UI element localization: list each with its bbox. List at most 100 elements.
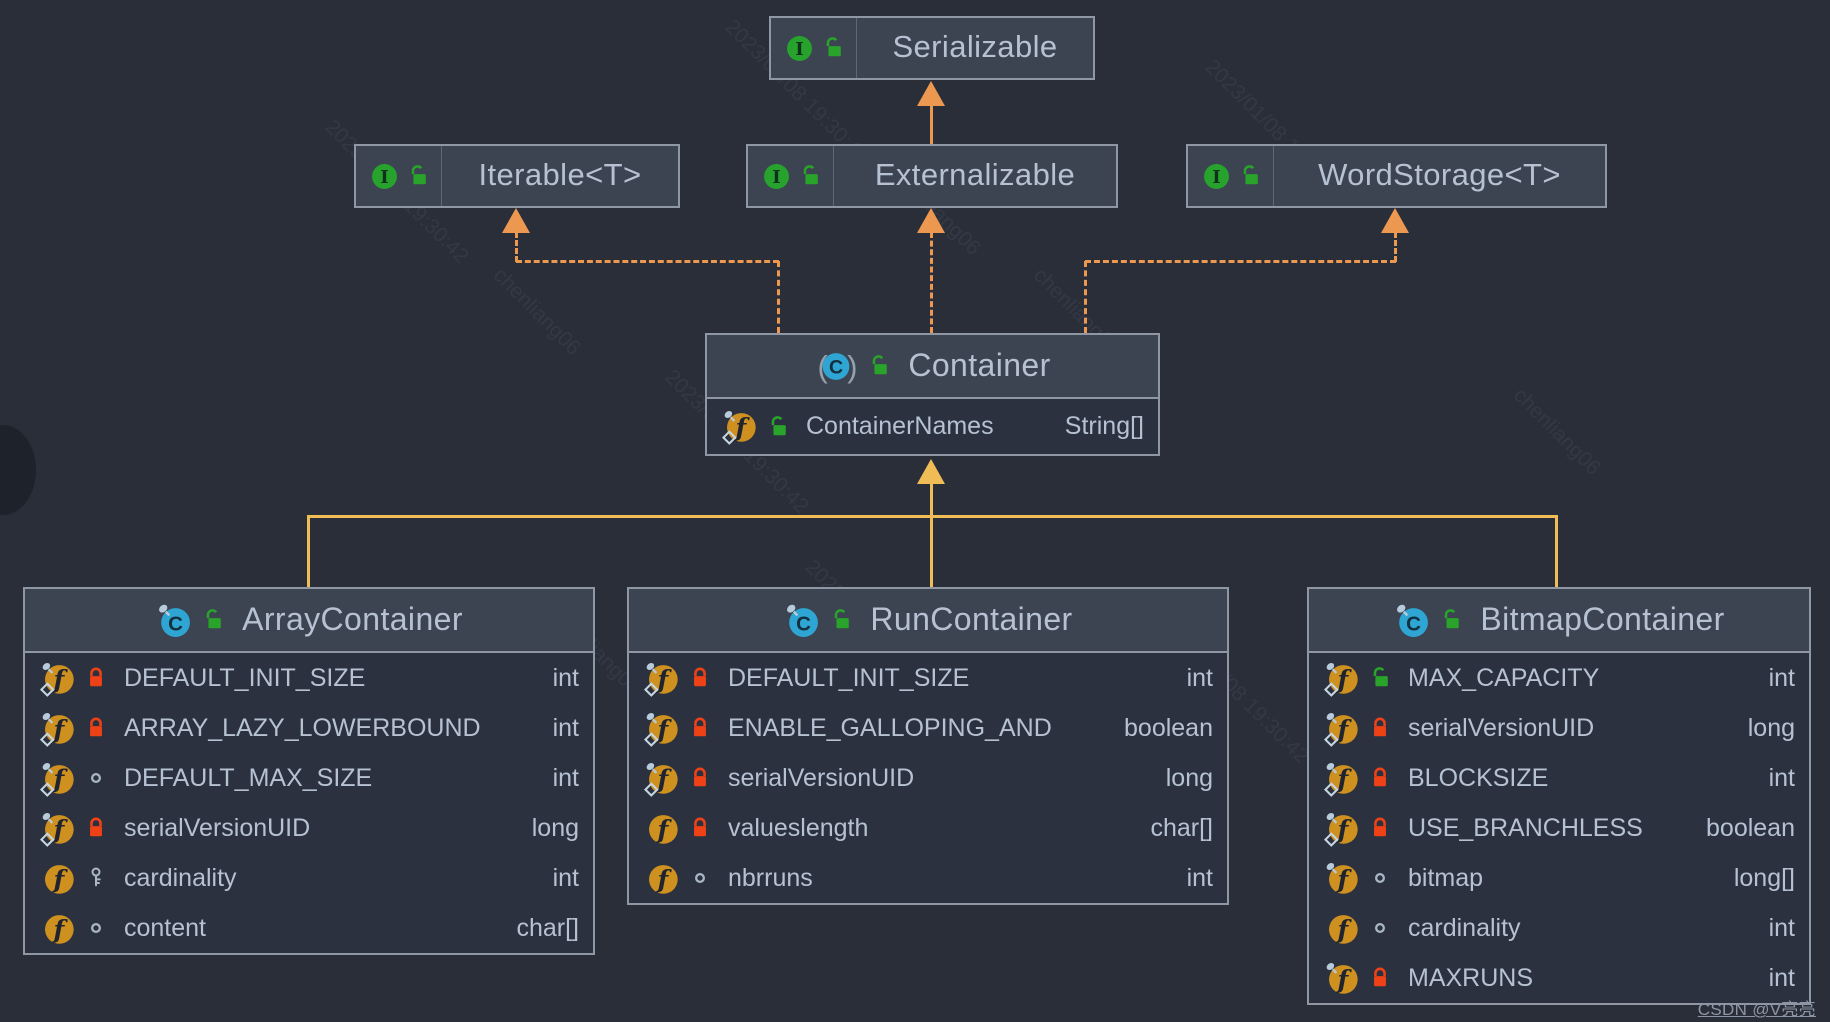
package-local-icon [91,923,101,933]
field-row[interactable]: DEFAULT_INIT_SIZE int [629,653,1227,703]
node-wordstorage[interactable]: WordStorage<T> [1186,144,1607,208]
watermark-text: chenliang06 [488,263,586,360]
field-type: int [1768,663,1795,692]
edge-bitmapcontainer-container [1555,517,1558,587]
node-container[interactable]: Container ContainerNames String[] [705,333,1160,456]
icon-cell [771,18,857,78]
extends-arrowhead [917,459,945,484]
field-type: int [1186,663,1213,692]
lock-open-icon [803,165,819,186]
node-title: Externalizable [874,157,1076,192]
interface-icon [763,163,789,189]
field-name: MAXRUNS [1408,963,1534,992]
node-serializable[interactable]: Serializable [769,16,1095,80]
field-name: ContainerNames [806,412,994,440]
field-row[interactable]: serialVersionUID long [1309,703,1809,753]
edge-container-wordstorage [1085,260,1396,263]
lock-open-icon [206,609,223,630]
lock-open-icon [771,415,788,437]
field-type: int [1768,963,1795,992]
node-title: ArrayContainer [242,600,463,637]
field-icon [39,910,76,947]
field-name: content [124,913,207,942]
edge-container-wordstorage [1394,232,1397,262]
csdn-watermark: CSDN @V亮亮 [1697,1000,1816,1019]
field-row[interactable]: DEFAULT_MAX_SIZE int [25,753,593,803]
field-icon [721,408,758,445]
lock-closed-icon [692,717,708,738]
field-name: DEFAULT_MAX_SIZE [124,763,373,792]
lock-closed-icon [692,817,708,838]
field-icon [39,760,76,797]
field-row[interactable]: serialVersionUID long [629,753,1227,803]
node-title: RunContainer [870,600,1073,637]
field-row[interactable]: ARRAY_LAZY_LOWERBOUND int [25,703,593,753]
node-arraycontainer[interactable]: ArrayContainer DEFAULT_INIT_SIZE int ARR… [23,587,595,955]
edge-externalizable-serializable [930,104,933,144]
field-icon [1323,860,1360,897]
field-name: cardinality [124,863,237,892]
field-row[interactable]: content char[] [25,903,593,953]
field-type: int [1186,863,1213,892]
node-title: Iterable<T> [478,157,642,192]
field-type: int [552,713,579,742]
field-icon [643,860,680,897]
field-icon [1323,760,1360,797]
field-name: DEFAULT_INIT_SIZE [124,663,366,692]
field-row[interactable]: cardinality int [1309,903,1809,953]
lock-closed-icon [1372,967,1388,988]
field-name: DEFAULT_INIT_SIZE [728,663,970,692]
node-title-bar[interactable]: Container [707,335,1158,399]
field-type: boolean [1124,713,1213,742]
lock-open-icon [826,37,842,58]
class-icon [1394,601,1430,638]
field-icon [39,660,76,697]
lock-closed-icon [692,767,708,788]
field-icon [643,810,680,847]
field-row[interactable]: valueslength char[] [629,803,1227,853]
field-icon [643,760,680,797]
node-title-bar[interactable]: ArrayContainer [25,589,593,653]
node-externalizable[interactable]: Externalizable [746,144,1118,208]
field-row[interactable]: ENABLE_GALLOPING_AND boolean [629,703,1227,753]
node-title-bar[interactable]: BitmapContainer [1309,589,1809,653]
field-row[interactable]: USE_BRANCHLESS boolean [1309,803,1809,853]
extends-arrowhead [917,81,945,106]
field-row[interactable]: nbrruns int [629,853,1227,903]
field-row[interactable]: bitmap long[] [1309,853,1809,903]
node-title-bar[interactable]: RunContainer [629,589,1227,653]
lock-closed-icon [1372,717,1388,738]
node-title: WordStorage<T> [1318,157,1561,192]
field-type: long [1165,763,1213,792]
edge-container-iterable [515,232,518,262]
edge-notch [0,425,36,515]
field-icon [643,660,680,697]
node-title: Serializable [892,29,1058,64]
edge-container-iterable [777,261,780,333]
implements-arrowhead [1381,208,1409,233]
node-iterable[interactable]: Iterable<T> [354,144,680,208]
implements-arrowhead [502,208,530,233]
field-row[interactable]: serialVersionUID long [25,803,593,853]
node-runcontainer[interactable]: RunContainer DEFAULT_INIT_SIZE int ENABL… [627,587,1229,905]
field-row[interactable]: cardinality int [25,853,593,903]
node-bitmapcontainer[interactable]: BitmapContainer MAX_CAPACITY int serialV… [1307,587,1811,1005]
implements-arrowhead [917,208,945,233]
field-row[interactable]: MAX_CAPACITY int [1309,653,1809,703]
field-row[interactable]: ContainerNames String[] [707,399,1158,454]
package-local-icon [695,873,705,883]
field-icon [1323,960,1360,997]
icon-cell [356,146,442,206]
field-type: char[] [1150,813,1213,842]
lock-open-icon [411,165,427,186]
interface-icon [786,35,812,61]
lock-closed-icon [1372,817,1388,838]
field-row[interactable]: BLOCKSIZE int [1309,753,1809,803]
abstract-class-icon [817,348,858,384]
field-row[interactable]: DEFAULT_INIT_SIZE int [25,653,593,703]
icon-cell [1188,146,1274,206]
field-row[interactable]: MAXRUNS int [1309,953,1809,1003]
field-name: bitmap [1408,863,1484,892]
lock-closed-icon [88,717,104,738]
